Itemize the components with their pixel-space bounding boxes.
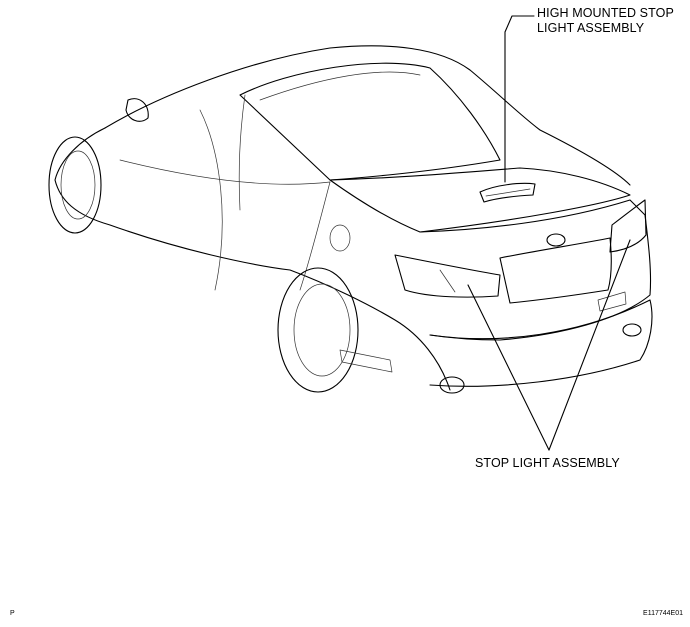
high-mounted-stop-light-label: HIGH MOUNTED STOP LIGHT ASSEMBLY: [537, 6, 674, 36]
high-mounted-stop-light: [479, 182, 536, 203]
figure-code: E117744E01: [643, 610, 683, 617]
high-mounted-label-line2: LIGHT ASSEMBLY: [537, 21, 645, 35]
right-exhaust: [622, 323, 642, 337]
trunk-lid: [329, 167, 631, 233]
rear-wheel: [277, 267, 359, 393]
leader-right-stop: [548, 239, 631, 451]
right-stop-light: [609, 199, 647, 253]
left-stop-light: [394, 254, 501, 298]
leader-high-mounted: [504, 15, 535, 183]
car-roof-outline: [104, 45, 631, 186]
car-side-body: [54, 127, 451, 391]
car-rear-windshield: [239, 62, 501, 181]
rear-bumper: [429, 299, 653, 387]
left-exhaust: [439, 376, 465, 394]
side-mirror: [125, 98, 149, 122]
stop-light-label: STOP LIGHT ASSEMBLY: [475, 456, 620, 470]
corner-label-p: P: [10, 610, 15, 617]
rear-body: [419, 199, 652, 341]
license-plate-recess: [499, 237, 612, 304]
high-mounted-label-line1: HIGH MOUNTED STOP: [537, 6, 674, 20]
front-wheel: [48, 136, 102, 234]
emblem: [546, 233, 566, 247]
leader-left-stop: [467, 284, 550, 451]
